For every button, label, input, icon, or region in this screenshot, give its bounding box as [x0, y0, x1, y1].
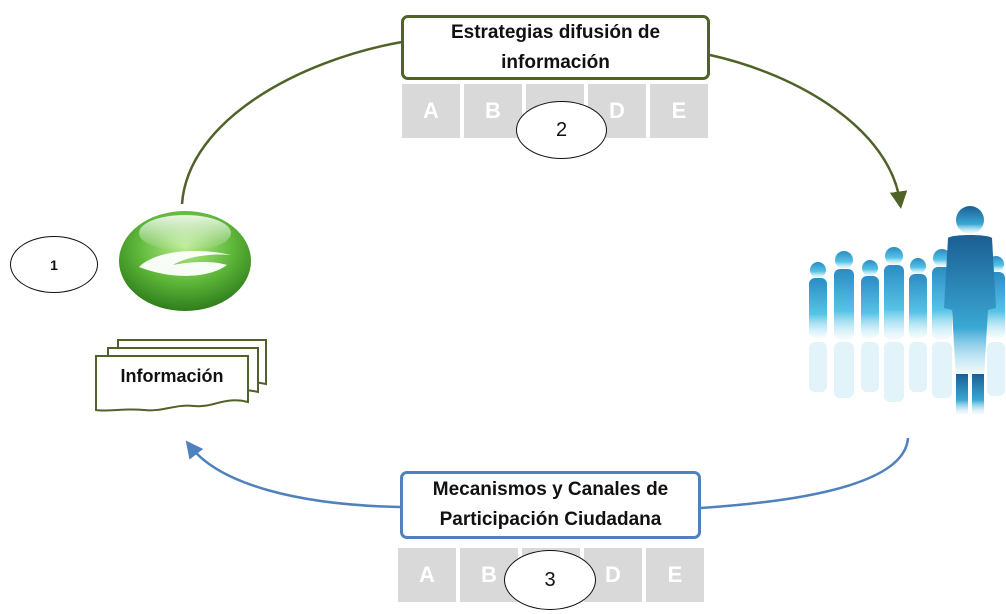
- information-document-label: Información: [120, 366, 224, 386]
- participation-box: Mecanismos y Canales de Participación Ci…: [400, 471, 701, 539]
- citizens-group-icon: [809, 206, 1005, 414]
- green-logo-icon: [119, 211, 251, 311]
- participation-letter: A: [398, 548, 456, 602]
- participation-title-line1: Mecanismos y Canales de: [432, 479, 669, 500]
- strategies-title-line2: información: [501, 51, 610, 73]
- stacked-documents-icon: [95, 339, 267, 412]
- participation-title-line2: Participación Ciudadana: [439, 509, 662, 530]
- strategies-letter: B: [464, 84, 522, 138]
- step-two-callout: 2: [516, 101, 607, 159]
- strategies-letter: E: [650, 84, 708, 138]
- step-three-callout: 3: [504, 550, 596, 610]
- strategies-title-line1: Estrategias difusión de: [450, 21, 661, 43]
- arrow-participation-to-info: [185, 440, 401, 509]
- arrow-info-to-strategies: [180, 40, 403, 205]
- arrow-citizens-to-participation: [700, 437, 910, 510]
- strategies-letter: A: [402, 84, 460, 138]
- strategies-box: Estrategias difusión de información: [401, 15, 710, 80]
- arrow-strategies-to-citizens: [709, 53, 908, 209]
- step-one-callout: 1: [10, 236, 98, 293]
- participation-letter: E: [646, 548, 704, 602]
